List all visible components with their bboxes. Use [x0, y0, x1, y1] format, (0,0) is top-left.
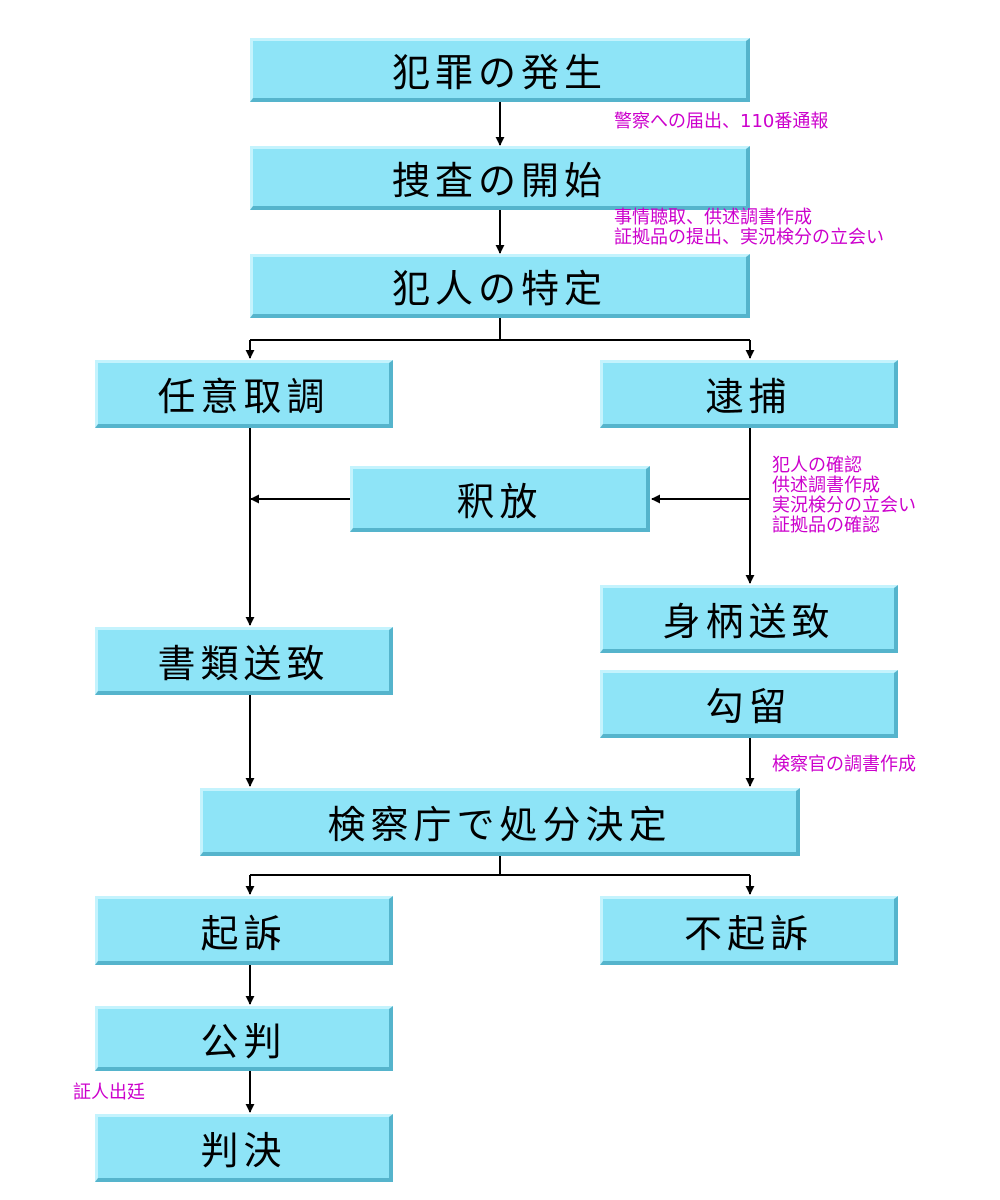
node-detention: 勾留: [600, 670, 898, 738]
node-decision: 検察庁で処分決定: [200, 788, 800, 856]
note-line: 犯人の確認: [772, 455, 862, 476]
node-document-referral: 書類送致: [95, 627, 393, 695]
note-prosecutor: 検察官の調書作成: [772, 755, 916, 775]
note-line: 証拠品の提出、実況検分の立会い: [614, 227, 884, 248]
note-line: 事情聴取、供述調書作成: [614, 207, 812, 228]
node-crime: 犯罪の発生: [250, 38, 750, 102]
node-investigation: 捜査の開始: [250, 146, 750, 210]
note-line: 証拠品の確認: [772, 515, 880, 536]
note-line: 供述調書作成: [772, 475, 880, 496]
note-line: 証人出廷: [73, 1082, 145, 1103]
node-release: 釈放: [350, 466, 650, 532]
node-non-indictment: 不起訴: [600, 896, 898, 965]
note-witness: 証人出廷: [73, 1083, 145, 1103]
note-line: 検察官の調書作成: [772, 754, 916, 775]
node-voluntary: 任意取調: [95, 360, 393, 428]
node-custody-referral: 身柄送致: [600, 585, 898, 653]
note-arrest-steps: 犯人の確認 供述調書作成 実況検分の立会い 証拠品の確認: [772, 456, 916, 536]
node-judgment: 判決: [95, 1114, 393, 1182]
node-arrest: 逮捕: [600, 360, 898, 428]
node-trial: 公判: [95, 1006, 393, 1071]
note-investigation-steps: 事情聴取、供述調書作成 証拠品の提出、実況検分の立会い: [614, 208, 884, 248]
note-line: 実況検分の立会い: [772, 495, 916, 516]
node-indictment: 起訴: [95, 896, 393, 965]
note-line: 警察への届出、110番通報: [614, 111, 829, 132]
note-report: 警察への届出、110番通報: [614, 112, 828, 132]
node-identify: 犯人の特定: [250, 254, 750, 318]
